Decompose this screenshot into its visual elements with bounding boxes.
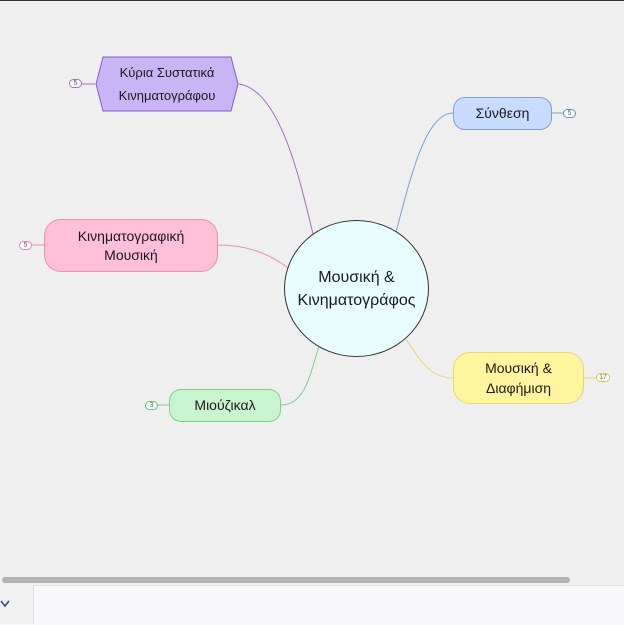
connector-film-music	[217, 244, 289, 269]
bottom-panel	[0, 585, 624, 625]
topic-advertising[interactable]: Μουσική & Διαφήμιση	[453, 352, 584, 404]
topic-film-music-count-badge[interactable]: 5	[19, 241, 32, 250]
topic-film-music-line1: Κινηματογραφική	[77, 227, 185, 244]
hexagon-shape	[95, 56, 239, 112]
connector-musical	[280, 345, 320, 406]
topic-components[interactable]: Κύρια Συστατικά Κινηματογράφου	[95, 56, 239, 112]
topic-advertising-line1: Μουσική &	[485, 360, 552, 376]
topic-components-line2: Κινηματογράφου	[118, 88, 216, 103]
horizontal-scrollbar-thumb[interactable]	[2, 577, 570, 583]
chevron-down-icon[interactable]	[0, 598, 12, 610]
topic-musical[interactable]: Μιούζικαλ	[169, 389, 281, 422]
connector-components	[238, 83, 314, 235]
topic-synthesis-label: Σύνθεση	[475, 105, 530, 121]
topic-synthesis-count-badge[interactable]: 5	[563, 109, 576, 118]
topic-components-count-badge[interactable]: 5	[69, 79, 82, 88]
topic-advertising-count-badge[interactable]: 17	[596, 373, 610, 382]
topic-musical-count-badge[interactable]: 3	[145, 401, 158, 410]
connector-advertising	[405, 338, 454, 379]
topic-musical-label: Μιούζικαλ	[194, 397, 256, 413]
central-topic-line1: Μουσική &	[318, 268, 395, 286]
central-topic-line2: Κινηματογράφος	[297, 291, 416, 309]
topic-film-music-line2: Μουσική	[104, 246, 158, 263]
topic-components-line1: Κύρια Συστατικά	[119, 65, 215, 80]
connector-synthesis	[395, 112, 454, 233]
central-topic[interactable]: Μουσική & Κινηματογράφος	[284, 220, 429, 357]
window-top-border	[0, 0, 624, 1]
topic-film-music[interactable]: Κινηματογραφική Μουσική	[44, 219, 218, 272]
topic-synthesis[interactable]: Σύνθεση	[453, 97, 552, 130]
topic-advertising-line2: Διαφήμιση	[485, 380, 552, 396]
